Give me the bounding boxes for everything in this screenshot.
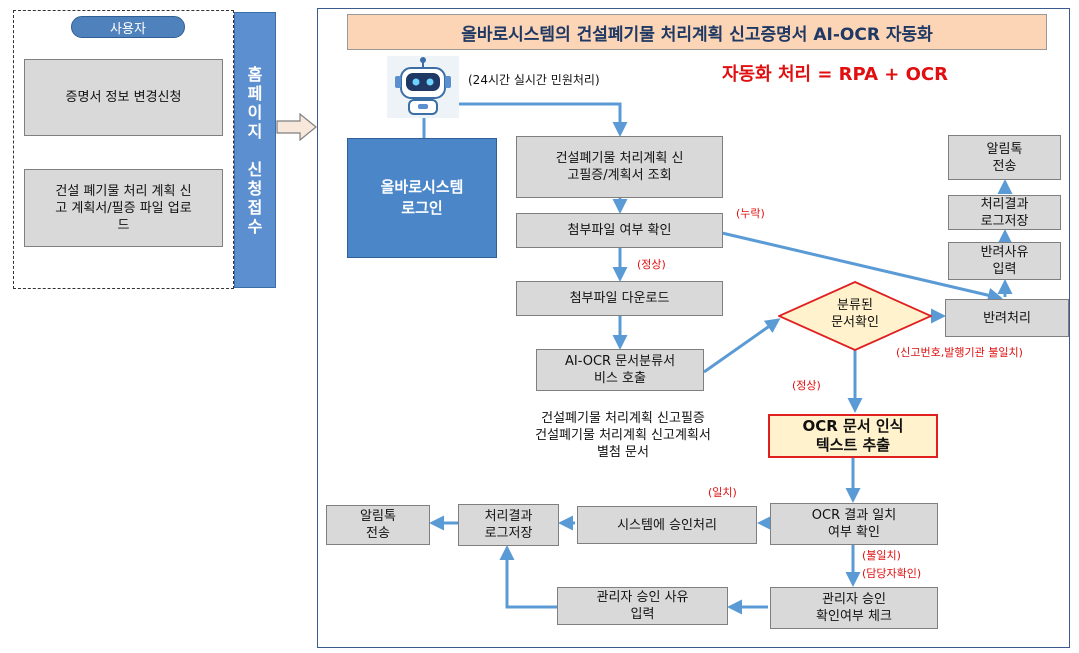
label-match: (일치) <box>708 486 737 499</box>
formula-text: 자동화 처리 = RPA + OCR <box>722 64 948 85</box>
homepage-application-bar: 홈 페 이 지 신 청 접 수 <box>234 12 276 288</box>
label-mismatch: (불일치) <box>862 549 901 562</box>
label-mismatch-reason: (신고번호,발행기관 불일치) <box>896 346 1023 359</box>
robot-icon <box>387 56 459 118</box>
robot-caption: (24시간 실시간 민원처리) <box>468 73 600 87</box>
ai-ocr-call-box: AI-OCR 문서분류서 비스 호출 <box>536 349 704 391</box>
docs-note: 건설폐기물 처리계획 신고필증 건설폐기물 처리계획 신고계획서 별첨 문서 <box>535 411 711 460</box>
attach-check-box: 첨부파일 여부 확인 <box>516 213 723 248</box>
user-pill: 사용자 <box>71 16 185 38</box>
upload-box: 건설 폐기물 처리 계획 신 고 계획서/필증 파일 업로 드 <box>24 169 223 247</box>
alimtalk-right-box: 알림톡 전송 <box>948 135 1061 180</box>
system-approve-box: 시스템에 승인처리 <box>577 506 757 544</box>
login-box: 올바로시스템 로그인 <box>347 138 497 258</box>
label-missing: (누락) <box>736 207 765 220</box>
hollow-arrow-icon <box>276 112 317 142</box>
label-staff-check: (담당자확인) <box>862 567 922 580</box>
diamond-label: 분류된 문서확인 <box>831 298 879 330</box>
reject-box: 반려처리 <box>945 299 1069 337</box>
diagram-title: 올바로시스템의 건설폐기물 처리계획 신고증명서 AI-OCR 자동화 <box>347 14 1047 50</box>
admin-check-box: 관리자 승인 확인여부 체크 <box>770 587 938 629</box>
alimtalk-bottom-box: 알림톡 전송 <box>326 505 430 545</box>
reject-reason-box: 반려사유 입력 <box>948 242 1061 280</box>
lookup-box: 건설폐기물 처리계획 신 고필증/계획서 조회 <box>516 136 723 198</box>
change-request-box: 증명서 정보 변경신청 <box>24 59 223 136</box>
label-normal-1: (정상) <box>637 258 666 271</box>
download-box: 첨부파일 다운로드 <box>516 281 723 316</box>
classified-doc-diamond <box>778 281 932 351</box>
ocr-match-box: OCR 결과 일치 여부 확인 <box>770 503 938 545</box>
admin-reason-box: 관리자 승인 사유 입력 <box>557 587 728 625</box>
ocr-recognition-box: OCR 문서 인식 텍스트 추출 <box>768 414 938 458</box>
label-normal-2: (정상) <box>792 379 821 392</box>
log-right-box: 처리결과 로그저장 <box>948 195 1061 230</box>
log-bottom-box: 처리결과 로그저장 <box>458 504 559 546</box>
